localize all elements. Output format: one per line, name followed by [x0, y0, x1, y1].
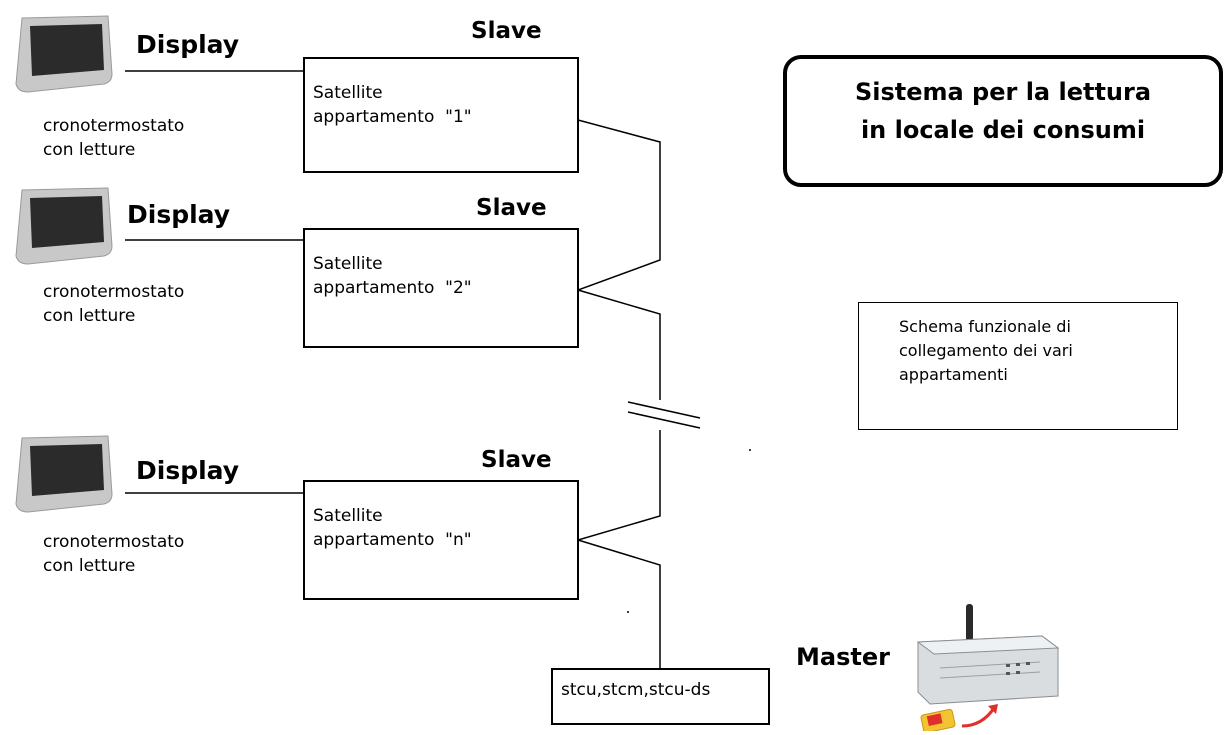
- slave-label-1: Slave: [471, 18, 542, 44]
- device-caption-line: cronotermostato: [43, 116, 185, 136]
- dot-mark-2: [627, 611, 629, 613]
- display-label-2: Display: [127, 200, 231, 229]
- note-line: Schema funzionale di: [899, 317, 1071, 336]
- device-caption-line: con letture: [43, 556, 136, 576]
- title-line: Sistema per la lettura: [854, 78, 1152, 106]
- satellite-line: appartamento "1": [313, 107, 472, 127]
- note-line: appartamenti: [899, 365, 1008, 384]
- bus-wire-top: [575, 119, 661, 400]
- bus-wire-bottom: [575, 430, 661, 668]
- satellite-line: Satellite: [313, 254, 383, 274]
- device-caption-line: cronotermostato: [43, 532, 185, 552]
- functional-scheme-note: Schema funzionale di collegamento dei va…: [858, 302, 1178, 430]
- satellite-line: Satellite: [313, 506, 383, 526]
- thermostat-display-icon: [8, 432, 114, 516]
- thermostat-display-icon: [8, 12, 114, 96]
- bus-device-box: stcu,stcm,stcu-ds: [551, 668, 770, 725]
- satellite-line: appartamento "n": [313, 530, 472, 550]
- break-mark-1: [627, 401, 701, 419]
- master-controller-icon: [910, 600, 1060, 731]
- device-caption-1: cronotermostato con letture: [43, 114, 184, 162]
- break-mark-2: [627, 411, 701, 429]
- device-caption-2: cronotermostato con letture: [43, 280, 184, 328]
- satellite-box-3: Satellite appartamento "n": [303, 480, 579, 600]
- note-line: collegamento dei vari: [899, 341, 1073, 360]
- device-caption-line: con letture: [43, 306, 136, 326]
- dot-mark-1: [749, 449, 751, 451]
- satellite-box-1: Satellite appartamento "1": [303, 57, 579, 173]
- device-caption-line: cronotermostato: [43, 282, 185, 302]
- device-caption-3: cronotermostato con letture: [43, 530, 184, 578]
- bus-device-label: stcu,stcm,stcu-ds: [561, 680, 711, 700]
- title-line: in locale dei consumi: [860, 116, 1146, 144]
- master-label: Master: [796, 643, 890, 671]
- thermostat-display-icon: [8, 184, 114, 268]
- satellite-line: appartamento "2": [313, 278, 472, 298]
- display-label-1: Display: [136, 30, 240, 59]
- display-label-3: Display: [136, 456, 240, 485]
- device-caption-line: con letture: [43, 140, 136, 160]
- system-title-box: Sistema per la lettura in locale dei con…: [783, 55, 1223, 187]
- slave-label-2: Slave: [476, 195, 547, 221]
- sim-card-icon: [918, 700, 1008, 734]
- slave-label-3: Slave: [481, 447, 552, 473]
- satellite-box-2: Satellite appartamento "2": [303, 228, 579, 348]
- satellite-line: Satellite: [313, 83, 383, 103]
